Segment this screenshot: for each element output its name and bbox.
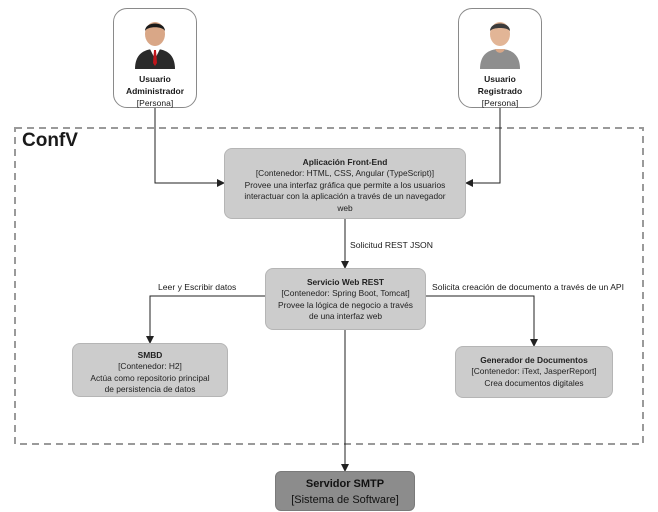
external-smtp-title: Servidor SMTP — [305, 478, 385, 490]
container-smbd-title: SMBD — [137, 350, 163, 360]
container-frontend-title: Aplicación Front-End — [302, 157, 388, 167]
container-smbd-tech: [Contenedor: H2] — [118, 361, 182, 372]
person-admin: Usuario Administrador [Persona] — [113, 8, 197, 108]
container-docs-title: Generador de Documentos — [480, 355, 588, 365]
edge-label-read-write: Leer y Escribir datos — [158, 282, 237, 292]
container-frontend-desc-2: interactuar con la aplicación a través d… — [244, 191, 446, 202]
container-frontend-tech: [Contenedor: HTML, CSS, Angular (TypeScr… — [255, 168, 435, 179]
boundary-label: ConfV — [22, 130, 78, 151]
container-smbd: SMBD [Contenedor: H2] Actúa como reposit… — [72, 343, 228, 397]
person-registered-name-2: Registrado — [477, 86, 523, 96]
edge-rest-to-smbd — [146, 295, 265, 344]
registered-user-icon — [480, 22, 520, 69]
person-admin-name-2: Administrador — [125, 86, 185, 96]
person-registered: Usuario Registrado [Persona] — [458, 8, 542, 108]
edge-label-doc-request: Solicita creación de documento a través … — [432, 282, 625, 292]
external-smtp-type: [Sistema de Software] — [291, 494, 399, 506]
person-admin-name: Usuario — [139, 74, 171, 84]
container-docs: Generador de Documentos [Contenedor: iTe… — [455, 346, 613, 398]
container-smbd-desc-2: de persistencia de datos — [104, 384, 196, 395]
admin-user-icon — [135, 22, 175, 69]
container-rest-desc-1: Provee la lógica de negocio a través — [277, 299, 413, 310]
person-admin-type: [Persona] — [136, 98, 174, 108]
container-smbd-desc-1: Actúa como repositorio principal — [90, 372, 210, 383]
edge-label-rest-json: Solicitud REST JSON — [350, 240, 433, 250]
edge-admin-to-frontend — [154, 108, 225, 187]
edge-registered-to-frontend — [465, 108, 501, 187]
container-frontend: Aplicación Front-End [Contenedor: HTML, … — [224, 148, 466, 219]
edge-rest-to-docs — [426, 295, 538, 347]
container-docs-desc-1: Crea documentos digitales — [484, 377, 584, 388]
container-docs-tech: [Contenedor: iText, JasperReport] — [471, 366, 597, 377]
system-boundary — [14, 127, 644, 445]
container-rest-tech: [Contenedor: Spring Boot, Tomcat] — [281, 288, 410, 299]
external-smtp: Servidor SMTP [Sistema de Software] — [275, 471, 415, 511]
container-rest-desc-2: de una interfaz web — [308, 311, 383, 322]
person-registered-name: Usuario — [484, 74, 516, 84]
container-rest-title: Servicio Web REST — [306, 277, 385, 287]
container-rest: Servicio Web REST [Contenedor: Spring Bo… — [265, 268, 426, 330]
person-registered-type: [Persona] — [481, 98, 519, 108]
container-frontend-desc-1: Provee una interfaz gráfica que permite … — [244, 179, 446, 190]
container-frontend-desc-3: web — [337, 202, 353, 213]
